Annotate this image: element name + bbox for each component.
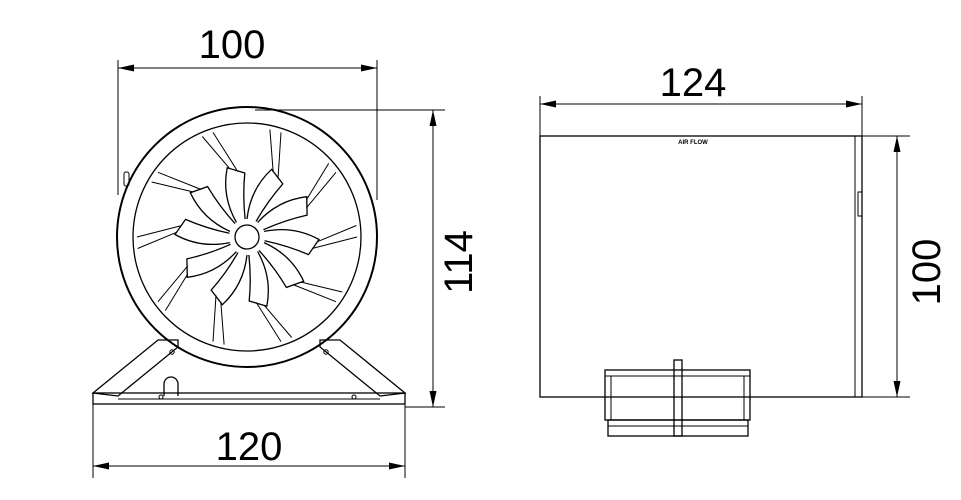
- stator-vane: [269, 129, 282, 179]
- fan-blade: [174, 218, 231, 245]
- side-base: [604, 359, 751, 437]
- front-view: 100 114 120: [91, 23, 481, 478]
- front-width-base-label: 120: [216, 425, 283, 469]
- stator-vane: [305, 163, 337, 209]
- stator-vane: [212, 295, 225, 345]
- fan-blade: [210, 252, 248, 306]
- fan-blade: [257, 195, 308, 231]
- stator-vane: [311, 225, 358, 249]
- airflow-label: AIR FLOW: [678, 140, 708, 146]
- fan-blade: [248, 251, 269, 308]
- side-height-label: 100: [905, 239, 949, 306]
- stator-vane: [157, 265, 189, 311]
- fan-blade: [246, 168, 284, 222]
- side-height-dimension: 100: [862, 135, 949, 398]
- fan-hub: [234, 224, 260, 250]
- fan-stand: [91, 339, 407, 405]
- stator-vane: [136, 225, 183, 249]
- side-view: 124 100 AIR FLOW: [539, 61, 949, 437]
- stator-vane: [292, 281, 343, 303]
- fan-blade: [225, 166, 246, 223]
- fan-blade: [186, 243, 237, 279]
- fan-blade: [189, 185, 236, 232]
- front-width-top-label: 100: [199, 23, 266, 67]
- side-length-dimension: 124: [539, 61, 863, 136]
- front-base-dimension: 120: [92, 403, 406, 478]
- front-top-dimension: 100: [117, 23, 378, 200]
- front-height-label: 114: [437, 230, 481, 294]
- fan-blades: [136, 129, 358, 345]
- side-length-label: 124: [660, 61, 727, 105]
- side-body: AIR FLOW: [539, 135, 863, 398]
- fan-blade: [258, 242, 305, 289]
- fan-blade: [263, 229, 320, 256]
- fan-housing: [116, 106, 378, 368]
- stator-vane: [151, 171, 202, 193]
- stator-vane: [255, 302, 293, 342]
- stator-vane: [201, 132, 239, 172]
- front-height-dimension: 114: [255, 109, 481, 408]
